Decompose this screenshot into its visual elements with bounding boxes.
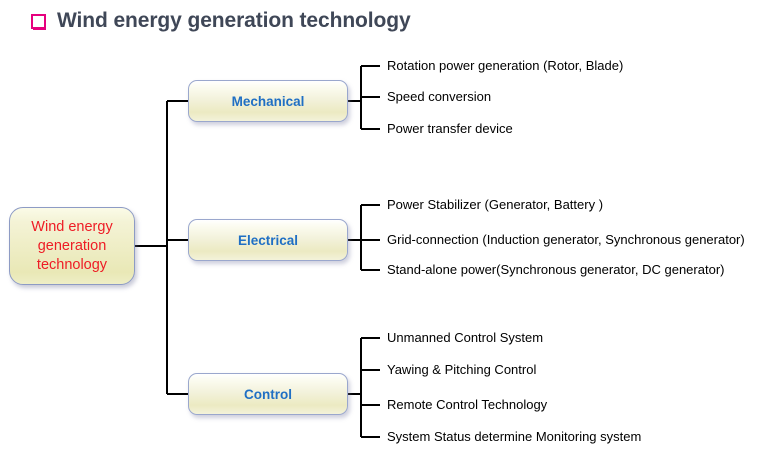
leaf-mechanical-0: Rotation power generation (Rotor, Blade) bbox=[387, 58, 624, 73]
leaf-electrical-2: Stand-alone power(Synchronous generator,… bbox=[387, 262, 725, 277]
branch-node-control[interactable]: Control bbox=[188, 373, 348, 415]
branch-node-mechanical-label: Mechanical bbox=[231, 93, 305, 109]
branch-node-electrical-label: Electrical bbox=[237, 232, 299, 248]
leaf-control-0: Unmanned Control System bbox=[387, 330, 544, 345]
leaf-mechanical-2: Power transfer device bbox=[387, 121, 513, 136]
root-node[interactable]: Wind energy generation technology bbox=[9, 207, 135, 285]
branch-node-mechanical[interactable]: Mechanical bbox=[188, 80, 348, 122]
branch-node-control-label: Control bbox=[244, 386, 292, 402]
page-header: Wind energy generation technology bbox=[0, 0, 773, 42]
root-node-label: Wind energy generation technology bbox=[31, 218, 113, 273]
leaf-control-3: System Status determine Monitoring syste… bbox=[387, 429, 642, 444]
leaf-electrical-0: Power Stabilizer (Generator, Battery ) bbox=[387, 197, 604, 212]
leaf-electrical-1: Grid-connection (Induction generator, Sy… bbox=[387, 232, 745, 247]
leaf-mechanical-1: Speed conversion bbox=[387, 89, 492, 104]
page-title: Wind energy generation technology bbox=[57, 9, 411, 32]
leaf-control-2: Remote Control Technology bbox=[387, 397, 548, 412]
branch-node-electrical[interactable]: Electrical bbox=[188, 219, 348, 261]
square-bullet-icon bbox=[31, 14, 46, 30]
leaf-control-1: Yawing & Pitching Control bbox=[387, 362, 537, 377]
